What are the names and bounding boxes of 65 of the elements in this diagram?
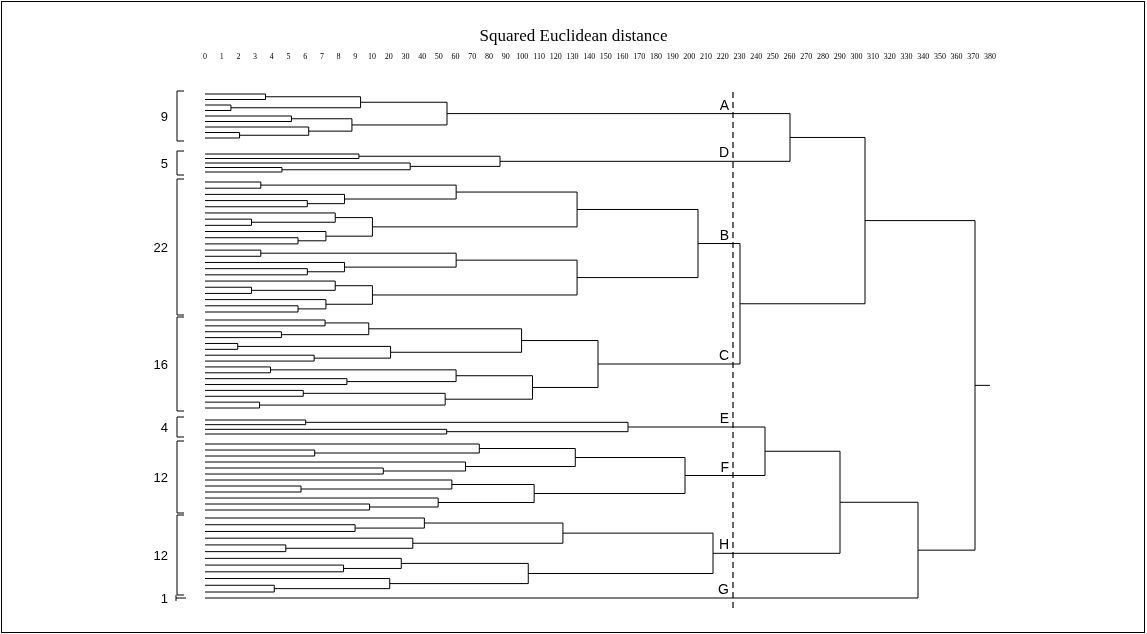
group-size-label: 9 xyxy=(160,108,168,124)
tick-label: 140 xyxy=(583,52,596,61)
axis-title: Squared Euclidean distance xyxy=(478,26,669,46)
tick-label: 30 xyxy=(401,52,410,61)
tick-label: 3 xyxy=(253,52,258,61)
tick-label: 170 xyxy=(633,52,646,61)
tick-label: 360 xyxy=(950,52,963,61)
group-size-label: 4 xyxy=(160,419,168,435)
cluster-letter: C xyxy=(718,347,729,363)
tick-label: 40 xyxy=(418,52,427,61)
tick-label: 110 xyxy=(533,52,545,61)
tick-label: 380 xyxy=(984,52,996,61)
tick-label: 210 xyxy=(700,52,713,61)
tick-label: 10 xyxy=(368,52,376,61)
tick-label: 5 xyxy=(286,52,291,61)
tick-label: 200 xyxy=(683,52,696,61)
tick-label: 240 xyxy=(750,52,763,61)
tick-label: 250 xyxy=(766,52,779,61)
group-size-label: 22 xyxy=(153,239,168,255)
tick-label: 8 xyxy=(336,52,341,61)
tick-label: 220 xyxy=(716,52,729,61)
cluster-letter: H xyxy=(718,536,729,553)
tick-label: 330 xyxy=(900,52,913,61)
cluster-letter: D xyxy=(718,144,729,161)
tick-label: 230 xyxy=(733,52,746,61)
tick-label: 160 xyxy=(616,52,629,61)
group-size-label: 16 xyxy=(153,356,168,372)
tick-label: 50 xyxy=(434,52,443,61)
group-size-label: 12 xyxy=(153,469,168,485)
tick-label: 190 xyxy=(666,52,679,61)
tick-label: 0 xyxy=(203,52,207,61)
tick-label: 270 xyxy=(800,52,813,61)
cluster-letter: B xyxy=(719,226,729,243)
tick-label: 7 xyxy=(319,52,324,61)
group-size-label: 1 xyxy=(160,590,168,606)
tick-label: 300 xyxy=(850,52,863,61)
tick-label: 150 xyxy=(599,52,612,61)
tick-label: 60 xyxy=(451,52,460,61)
cluster-letter: A xyxy=(719,96,729,113)
tick-label: 80 xyxy=(484,52,493,61)
tick-label: 4 xyxy=(269,52,274,61)
tick-label: 9 xyxy=(353,52,358,61)
tick-label: 90 xyxy=(501,52,510,61)
tick-label: 70 xyxy=(468,52,477,61)
tick-label: 280 xyxy=(816,52,829,61)
tick-label: 130 xyxy=(566,52,579,61)
tick-label: 20 xyxy=(384,52,393,61)
tick-label: 370 xyxy=(967,52,980,61)
tick-label: 6 xyxy=(303,52,308,61)
group-size-label: 12 xyxy=(153,547,168,563)
cluster-letter: G xyxy=(718,581,729,597)
tick-label: 260 xyxy=(783,52,796,61)
tick-label: 290 xyxy=(833,52,846,61)
cluster-letter: F xyxy=(720,458,729,475)
tick-label: 320 xyxy=(883,52,896,61)
tick-label: 1 xyxy=(219,52,224,61)
cluster-letter: E xyxy=(719,410,729,426)
tick-label: 350 xyxy=(933,52,946,61)
tick-label: 340 xyxy=(917,52,930,61)
tick-label: 120 xyxy=(549,52,562,61)
tick-label: 310 xyxy=(867,52,880,61)
tick-label: 100 xyxy=(516,52,529,61)
tick-label: 2 xyxy=(236,52,241,61)
group-size-label: 5 xyxy=(160,155,168,171)
tick-label: 180 xyxy=(649,52,662,61)
